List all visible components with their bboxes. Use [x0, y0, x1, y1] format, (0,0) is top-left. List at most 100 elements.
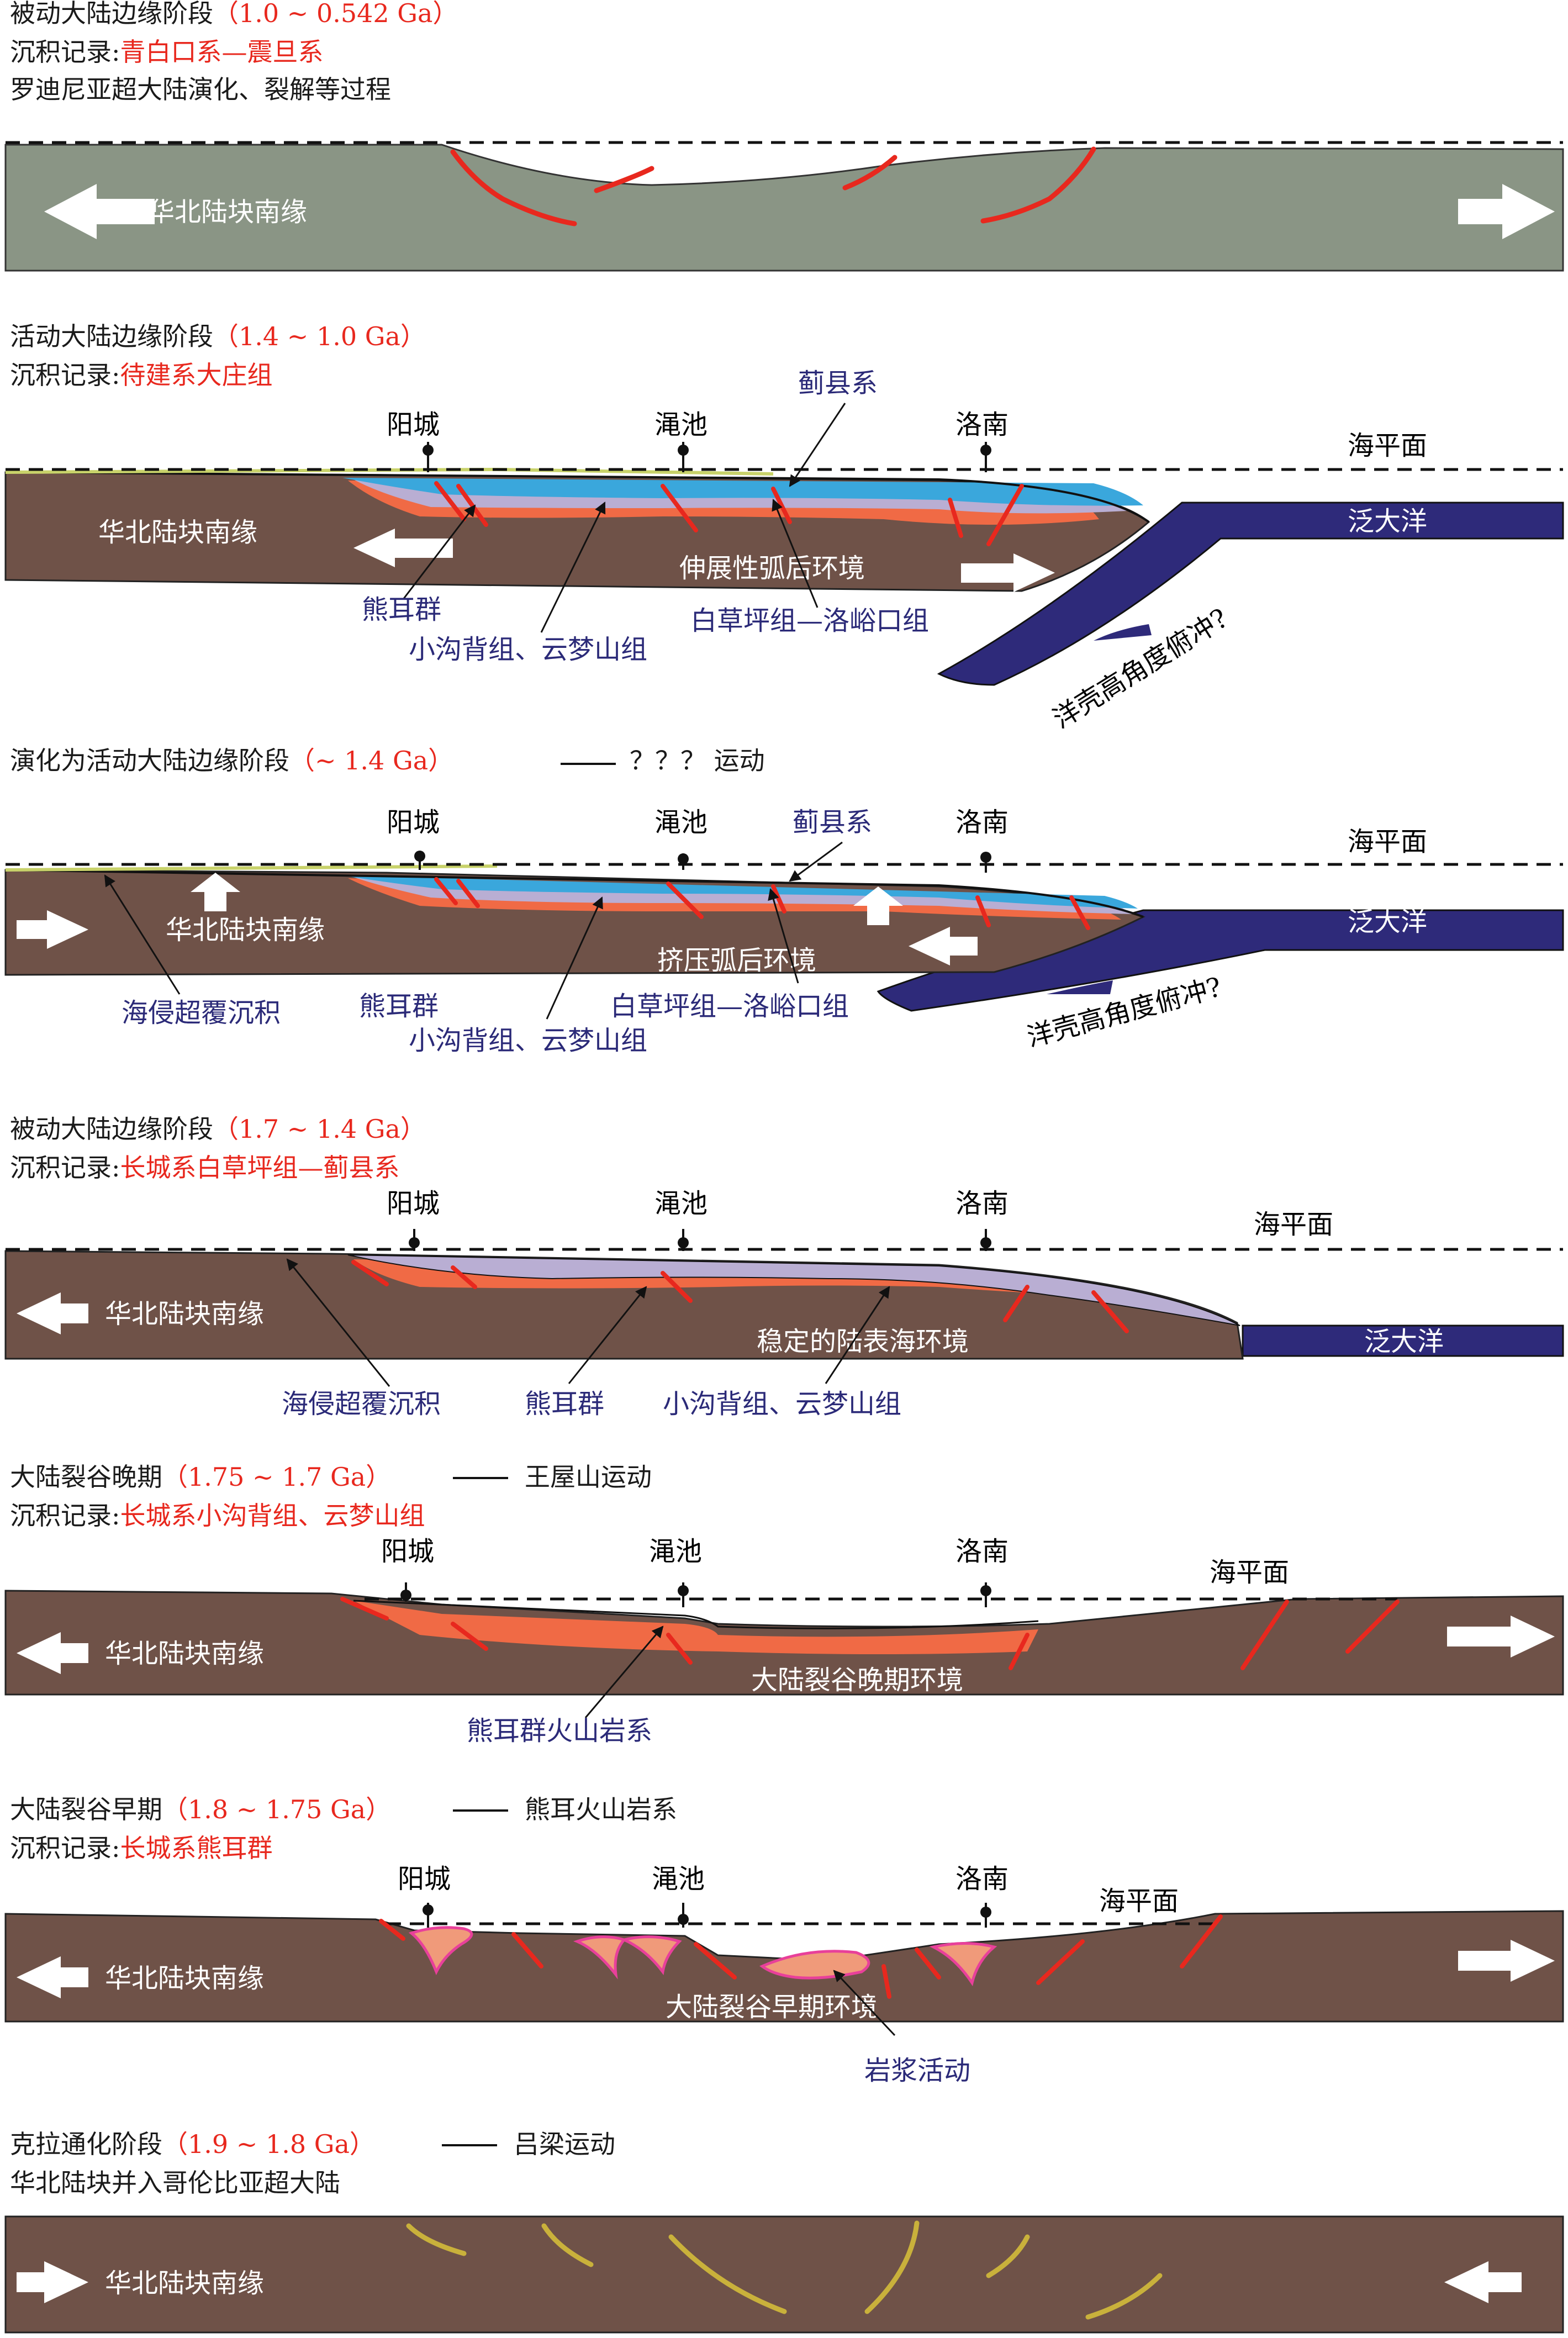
svg-text:沉积记录:长城系小沟背组、云梦山组: 沉积记录:长城系小沟背组、云梦山组: [10, 1501, 425, 1530]
panel-active-margin: 活动大陆边缘阶段（1.4 ~ 1.0 Ga） 沉积记录:待建系大庄组 阳城 渑池…: [4, 321, 1564, 735]
arrow-left-icon: [17, 1292, 88, 1334]
ocean-label: 泛大洋: [1348, 506, 1427, 537]
leader-line: [402, 504, 476, 600]
age-range: （~ 1.4 Ga）: [289, 746, 453, 775]
town-mianchi: 渑池: [654, 807, 708, 838]
block-label: 华北陆块南缘: [105, 1638, 264, 1669]
label-baicaoping: 白草坪组—洛峪口组: [610, 991, 849, 1022]
panel-passive-margin-late: 被动大陆边缘阶段（1.0 ~ 0.542 Ga） 沉积记录:青白口系—震旦系 罗…: [4, 0, 1564, 272]
event-label: 熊耳火山岩系: [525, 1795, 677, 1824]
record-label: 沉积记录:: [10, 1501, 120, 1530]
sediment-record: 待建系大庄组: [120, 360, 273, 390]
sediment-record: 长城系小沟背组、云梦山组: [120, 1501, 425, 1530]
event-label: 吕梁运动: [514, 2129, 615, 2159]
panel-early-rift: 大陆裂谷早期（1.8 ~ 1.75 Ga） 熊耳火山岩系 沉积记录:长城系熊耳群…: [4, 1795, 1564, 2086]
oceanic-slab: [937, 502, 1564, 686]
block-label: 华北陆块南缘: [166, 915, 325, 946]
panel-note: 罗迪尼亚超大陆演化、裂解等过程: [10, 75, 391, 104]
crust-block: [4, 144, 1564, 272]
svg-text:被动大陆边缘阶段（1.7 ~ 1.4 Ga）: 被动大陆边缘阶段（1.7 ~ 1.4 Ga）: [10, 1114, 426, 1144]
arrow-left-icon: [44, 184, 155, 239]
record-label: 沉积记录:: [10, 360, 120, 390]
sediment-record: 长城系熊耳群: [120, 1833, 273, 1863]
arrow-left-icon: [17, 1632, 88, 1674]
leader-line: [789, 841, 843, 882]
town-luonan: 洛南: [955, 1864, 1009, 1894]
arrow-right-icon: [1458, 184, 1555, 239]
sea-level-label: 海平面: [1348, 826, 1427, 857]
arrow-left-icon: [909, 927, 978, 965]
panel-note: 华北陆块并入哥伦比亚超大陆: [10, 2168, 340, 2198]
arrow-right-icon: [17, 910, 88, 949]
block-label: 华北陆块南缘: [105, 1299, 264, 1329]
normal-faults: [434, 877, 1090, 930]
leader-line: [772, 499, 819, 608]
subduction-arrow: [1094, 624, 1152, 641]
label-jixian: 蓟县系: [793, 807, 872, 838]
orange-layer: [353, 1601, 1038, 1654]
town-luonan: 洛南: [955, 409, 1009, 440]
panel-title: 被动大陆边缘阶段: [10, 1114, 213, 1144]
environment-label: 大陆裂谷晚期环境: [751, 1665, 963, 1696]
svg-text:克拉通化阶段（1.9 ~ 1.8 Ga）: 克拉通化阶段（1.9 ~ 1.8 Ga）: [10, 2129, 375, 2159]
top-layer: [353, 1600, 1039, 1629]
arrow-up-icon: [853, 886, 903, 925]
svg-text:沉积记录:待建系大庄组: 沉积记录:待建系大庄组: [10, 360, 273, 390]
top-layer: [5, 869, 1144, 918]
environment-label: 伸展性弧后环境: [679, 553, 865, 584]
age-range: （1.7 ~ 1.4 Ga）: [213, 1114, 426, 1144]
sediment-record: 长城系白草坪组—蓟县系: [120, 1153, 400, 1183]
record-label: 沉积记录:: [10, 37, 120, 67]
town-yangcheng: 阳城: [387, 807, 440, 838]
block-label: 华北陆块南缘: [148, 197, 307, 228]
label-xiaogoubei: 小沟背组、云梦山组: [663, 1389, 901, 1419]
town-mianchi: 渑池: [654, 1188, 708, 1219]
age-range: （1.0 ~ 0.542 Ga）: [213, 0, 458, 28]
svg-text:沉积记录:青白口系—震旦系: 沉积记录:青白口系—震旦系: [10, 37, 324, 67]
label-xionger: 熊耳群: [362, 594, 441, 625]
age-range: （1.4 ~ 1.0 Ga）: [213, 321, 426, 351]
age-range: （1.75 ~ 1.7 Ga）: [162, 1462, 391, 1492]
ocean-label: 泛大洋: [1364, 1326, 1444, 1357]
event-label: ？？？ 运动: [630, 746, 765, 775]
panel-passive-margin-early: 被动大陆边缘阶段（1.7 ~ 1.4 Ga） 沉积记录:长城系白草坪组—蓟县系 …: [4, 1114, 1564, 1419]
environment-label: 稳定的陆表海环境: [757, 1326, 969, 1357]
town-yangcheng: 阳城: [381, 1536, 434, 1567]
record-label: 沉积记录:: [10, 1833, 120, 1863]
normal-faults: [450, 146, 1096, 226]
panel-transition: 演化为活动大陆边缘阶段（~ 1.4 Ga） ？？？ 运动 阳城 渑池 洛南 海平…: [4, 746, 1564, 1056]
panel-title: 大陆裂谷晚期: [10, 1462, 162, 1492]
ancient-faults: [406, 2220, 1163, 2320]
arrow-right-icon: [961, 553, 1055, 592]
panel-title: 被动大陆边缘阶段: [10, 0, 213, 28]
town-mianchi: 渑池: [652, 1864, 705, 1894]
svg-text:大陆裂谷晚期（1.75 ~ 1.7 Ga）: 大陆裂谷晚期（1.75 ~ 1.7 Ga）: [10, 1462, 391, 1492]
town-yangcheng: 阳城: [387, 409, 440, 440]
leader-line: [540, 502, 606, 633]
leader-line: [833, 1970, 896, 2036]
svg-text:沉积记录:长城系熊耳群: 沉积记录:长城系熊耳群: [10, 1833, 273, 1863]
record-label: 沉积记录:: [10, 1153, 120, 1183]
block-label: 华北陆块南缘: [105, 1963, 264, 1994]
sea-level-label: 海平面: [1099, 1886, 1179, 1917]
yellow-green-veneer: [5, 864, 498, 872]
town-mianchi: 渑池: [654, 409, 708, 440]
label-magmatism: 岩浆活动: [864, 2055, 970, 2086]
panel-cratonization: 克拉通化阶段（1.9 ~ 1.8 Ga） 吕梁运动 华北陆块并入哥伦比亚超大陆 …: [4, 2129, 1564, 2334]
town-luonan: 洛南: [955, 807, 1009, 838]
svg-text:被动大陆边缘阶段（1.0 ~ 0.542 Ga）: 被动大陆边缘阶段（1.0 ~ 0.542 Ga）: [10, 0, 458, 28]
panel-late-rift: 大陆裂谷晚期（1.75 ~ 1.7 Ga） 王屋山运动 沉积记录:长城系小沟背组…: [4, 1462, 1564, 1746]
panel-title: 大陆裂谷早期: [10, 1795, 162, 1824]
svg-text:大陆裂谷早期（1.8 ~ 1.75 Ga）: 大陆裂谷早期（1.8 ~ 1.75 Ga）: [10, 1795, 391, 1824]
age-range: （1.8 ~ 1.75 Ga）: [162, 1795, 391, 1824]
arrow-left-icon: [17, 1956, 88, 1998]
lavender-layer: [347, 1254, 1240, 1326]
town-luonan: 洛南: [955, 1536, 1009, 1567]
leader-line: [789, 403, 846, 487]
label-xionger: 熊耳群: [359, 991, 439, 1022]
leader-line: [286, 1258, 390, 1387]
town-mianchi: 渑池: [649, 1536, 702, 1567]
cyan-layer: [342, 875, 1138, 909]
label-transgression: 海侵超覆沉积: [282, 1389, 441, 1419]
label-xiaogoubei: 小沟背组、云梦山组: [409, 634, 647, 665]
